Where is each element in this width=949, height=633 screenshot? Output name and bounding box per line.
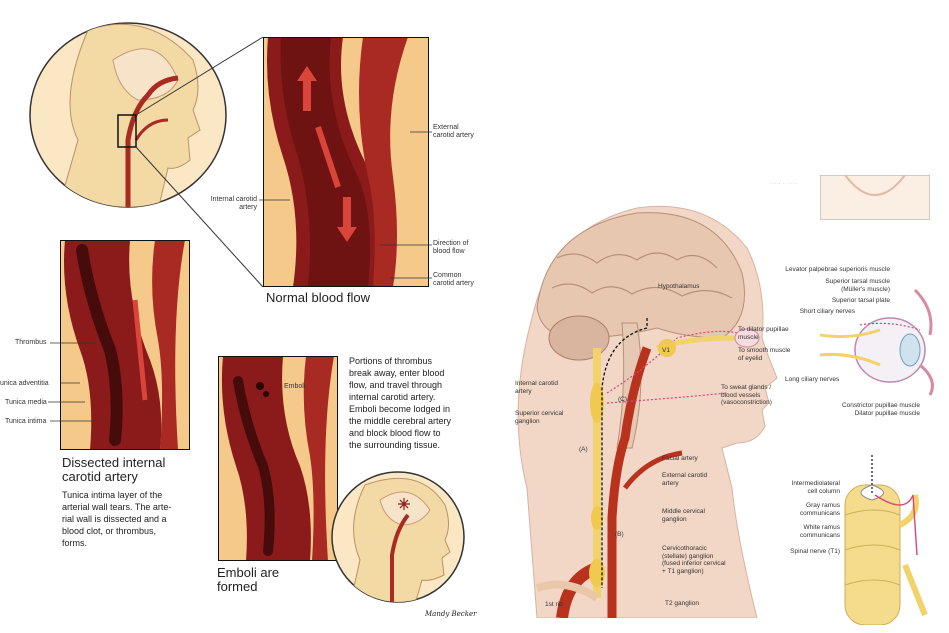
label-levator: Levator palpebrae superioris muscle — [785, 266, 890, 273]
label-first-rib: 1st rib — [545, 601, 563, 608]
label-superior-cervical: Superior cervical ganglion — [515, 410, 564, 425]
label-external-carotid: External carotid artery — [433, 124, 474, 139]
label-tunica-adventitia: Tunica adventitia — [0, 380, 49, 387]
label-t2-ganglion: T2 ganglion — [665, 600, 699, 607]
emboli-diagram — [218, 356, 338, 561]
sagittal-head — [507, 188, 787, 618]
label-hypothalamus: Hypothalamus — [658, 283, 700, 290]
label-tunica-intima: Tunica intima — [5, 418, 47, 425]
head-inset-bottom — [331, 471, 465, 603]
label-to-smooth-muscle: To smooth muscle of eyelid — [738, 347, 791, 362]
dissected-artery-diagram — [60, 240, 190, 450]
dissected-leader-lines — [48, 342, 95, 422]
label-constrictor: Constrictor pupillae muscle — [841, 402, 920, 409]
label-long-ciliary: Long ciliary nerves — [785, 376, 840, 383]
normal-flow-title: Normal blood flow — [266, 290, 371, 305]
eye-diagram — [820, 288, 934, 396]
label-common-carotid: Common carotid artery — [433, 272, 474, 287]
label-to-sweat: To sweat glands / blood vessels (vasocon… — [721, 384, 772, 406]
dissected-title: Dissected internal carotid artery — [62, 455, 166, 484]
label-thrombus: Thrombus — [15, 339, 47, 346]
label-tunica-media: Tunica media — [5, 399, 47, 406]
face-crop-top — [820, 175, 930, 220]
head-inset-top — [29, 22, 227, 208]
label-intermediolateral: Intermediolateral cell column — [791, 480, 840, 495]
label-short-ciliary: Short ciliary nerves — [799, 308, 855, 315]
label-cervicothoracic: Cervicothoracic (stellate) ganglion (fus… — [662, 545, 726, 575]
zoom-lines — [135, 36, 264, 288]
label-white-ramus: White ramus communicans — [799, 524, 840, 539]
emboli-title: Emboli are formed — [217, 565, 280, 594]
signature: Mandy Becker — [425, 610, 477, 618]
emboli-description: Portions of thrombus break away, enter b… — [349, 356, 452, 450]
label-direction-flow: Direction of blood flow — [433, 240, 469, 255]
label-dilator-pupillae: Dilator pupillae muscle — [854, 410, 920, 417]
label-facial-artery: Facial artery — [662, 455, 698, 462]
spinal-diagram — [844, 455, 928, 625]
label-b: (B) — [615, 531, 624, 538]
left-figure: External carotid artery Internal carotid… — [0, 22, 477, 618]
label-spinal-nerve: Spinal nerve (T1) — [790, 548, 840, 555]
label-external-carotid-right: External carotid artery — [662, 472, 708, 487]
label-a: (A) — [579, 446, 588, 453]
faded-text: ····· ·· ···· — [770, 180, 798, 187]
label-v1: V1 — [662, 347, 670, 354]
dissected-description: Tunica intima layer of the arterial wall… — [62, 490, 172, 548]
label-c: (C) — [618, 396, 628, 403]
label-superior-tarsal: Superior tarsal muscle (Müller's muscle) — [825, 278, 890, 293]
label-to-dilator: To dilator pupillae muscle — [738, 326, 789, 341]
label-emboli: Emboli — [284, 383, 306, 390]
normal-leader-lines — [259, 131, 432, 279]
label-middle-cervical: Middle cervical ganglion — [662, 508, 705, 523]
label-gray-ramus: Gray ramus communicans — [799, 502, 840, 517]
label-internal-carotid-right: Internal carotid artery — [515, 380, 558, 395]
label-tarsal-plate: Superior tarsal plate — [831, 297, 890, 304]
right-figure: ····· ·· ···· Hypothalamus — [495, 0, 949, 633]
label-internal-carotid: Internal carotid artery — [210, 196, 257, 211]
